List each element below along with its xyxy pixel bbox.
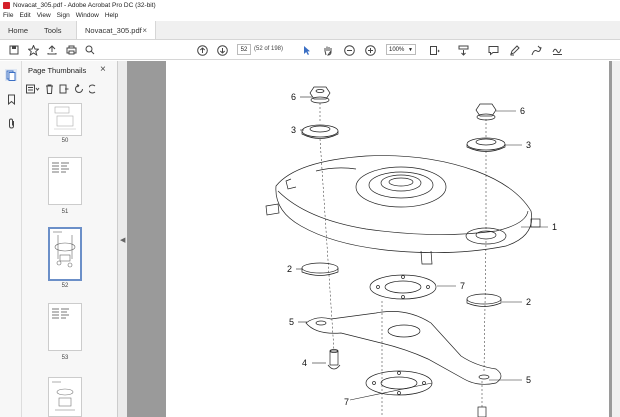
collapse-panel-icon[interactable]: ◀ bbox=[120, 237, 126, 244]
fit-page-icon[interactable] bbox=[428, 44, 440, 56]
document-viewport[interactable]: 6 3 6 3 1 2 7 2 5 7 4 5 bbox=[127, 61, 620, 417]
menu-bar: File Edit View Sign Window Help bbox=[0, 10, 620, 21]
tab-document[interactable]: Novacat_305.pdf × bbox=[76, 21, 156, 39]
rotate-counterclockwise-icon[interactable] bbox=[74, 84, 84, 96]
bookmarks-icon[interactable] bbox=[5, 93, 17, 105]
scroll-mode-icon[interactable] bbox=[457, 44, 469, 56]
comment-icon[interactable] bbox=[487, 44, 499, 56]
menu-help[interactable]: Help bbox=[104, 12, 119, 19]
menu-sign[interactable]: Sign bbox=[56, 12, 70, 19]
callout-label: 3 bbox=[526, 140, 531, 150]
page-thumbnails-icon[interactable] bbox=[5, 69, 17, 81]
insert-page-icon[interactable] bbox=[59, 84, 69, 96]
panel-splitter[interactable]: ◀ bbox=[118, 61, 127, 417]
upload-icon[interactable] bbox=[46, 44, 58, 56]
next-page-icon[interactable] bbox=[216, 44, 228, 56]
select-cursor-icon[interactable] bbox=[301, 44, 313, 56]
left-navigation-rail bbox=[0, 61, 22, 417]
page-count: (52 of 198) bbox=[254, 46, 284, 52]
hand-tool-icon[interactable] bbox=[322, 44, 334, 56]
menu-edit[interactable]: Edit bbox=[19, 12, 31, 19]
callout-label: 3 bbox=[291, 125, 296, 135]
main-toolbar: 52 (52 of 198) 100% ▼ bbox=[0, 40, 620, 60]
part-nut-left bbox=[309, 86, 331, 104]
part-gearbox-housing bbox=[265, 155, 541, 265]
callout-label: 5 bbox=[526, 375, 531, 385]
search-icon[interactable] bbox=[84, 44, 96, 56]
callout-label: 7 bbox=[460, 281, 465, 291]
highlight-pen-icon[interactable] bbox=[508, 44, 520, 56]
close-tab-icon[interactable]: × bbox=[142, 25, 147, 35]
callout-label: 6 bbox=[520, 106, 525, 116]
page-thumbnail[interactable] bbox=[48, 157, 82, 205]
title-bar: Novacat_305.pdf - Adobe Acrobat Pro DC (… bbox=[0, 0, 620, 10]
draw-icon[interactable] bbox=[530, 44, 542, 56]
attachments-paperclip-icon[interactable] bbox=[5, 117, 17, 129]
zoom-in-icon[interactable] bbox=[364, 44, 376, 56]
pdf-page: 6 3 6 3 1 2 7 2 5 7 4 5 bbox=[166, 61, 609, 417]
callout-label: 4 bbox=[302, 358, 307, 368]
print-icon[interactable] bbox=[65, 44, 77, 56]
exploded-parts-diagram: 6 3 6 3 1 2 7 2 5 7 4 5 bbox=[265, 86, 557, 417]
callout-label: 2 bbox=[526, 297, 531, 307]
window-title: Novacat_305.pdf - Adobe Acrobat Pro DC (… bbox=[13, 1, 156, 9]
tab-home[interactable]: Home bbox=[8, 25, 29, 35]
sign-icon[interactable] bbox=[551, 44, 563, 56]
page-thumbnail-selected[interactable] bbox=[48, 227, 82, 281]
menu-window[interactable]: Window bbox=[75, 12, 99, 19]
delete-page-icon[interactable] bbox=[45, 84, 54, 96]
rotate-clockwise-icon[interactable] bbox=[87, 84, 97, 96]
thumbnail-page-label: 53 bbox=[61, 355, 69, 361]
acrobat-logo-icon bbox=[3, 1, 10, 9]
tab-tools[interactable]: Tools bbox=[44, 25, 62, 35]
part-mounting-bracket bbox=[305, 311, 502, 385]
save-icon[interactable] bbox=[8, 44, 20, 56]
vertical-scrollbar[interactable] bbox=[612, 61, 620, 417]
zoom-level-value: 100% bbox=[389, 46, 405, 53]
zoom-level-select[interactable]: 100% ▼ bbox=[386, 44, 416, 55]
previous-page-icon[interactable] bbox=[196, 44, 208, 56]
panel-title: Page Thumbnails bbox=[28, 66, 87, 75]
page-thumbnail[interactable] bbox=[48, 103, 82, 136]
close-panel-icon[interactable]: × bbox=[100, 64, 106, 75]
menu-file[interactable]: File bbox=[3, 12, 14, 19]
thumbnail-options-icon[interactable] bbox=[26, 84, 40, 96]
chevron-down-icon: ▼ bbox=[408, 46, 413, 53]
panel-toolbar bbox=[26, 82, 116, 98]
page-number-input[interactable]: 52 bbox=[237, 44, 251, 55]
callout-label: 7 bbox=[344, 397, 349, 407]
thumbnail-page-label: 52 bbox=[61, 283, 69, 289]
callout-label: 6 bbox=[291, 92, 296, 102]
thumbnail-page-label: 51 bbox=[61, 209, 69, 215]
page-thumbnail[interactable] bbox=[48, 377, 82, 417]
tab-bar: Home Tools Novacat_305.pdf × bbox=[0, 21, 620, 40]
zoom-out-icon[interactable] bbox=[343, 44, 355, 56]
callout-label: 5 bbox=[289, 317, 294, 327]
callout-label: 1 bbox=[552, 222, 557, 232]
menu-view[interactable]: View bbox=[36, 12, 51, 19]
callout-label: 2 bbox=[287, 264, 292, 274]
thumbnail-page-label: 50 bbox=[61, 138, 69, 144]
tab-document-label: Novacat_305.pdf bbox=[85, 25, 142, 35]
page-thumbnails-panel: Page Thumbnails × 50 51 52 53 bbox=[22, 61, 118, 417]
bookmark-star-icon[interactable] bbox=[27, 44, 39, 56]
page-thumbnail[interactable] bbox=[48, 303, 82, 351]
